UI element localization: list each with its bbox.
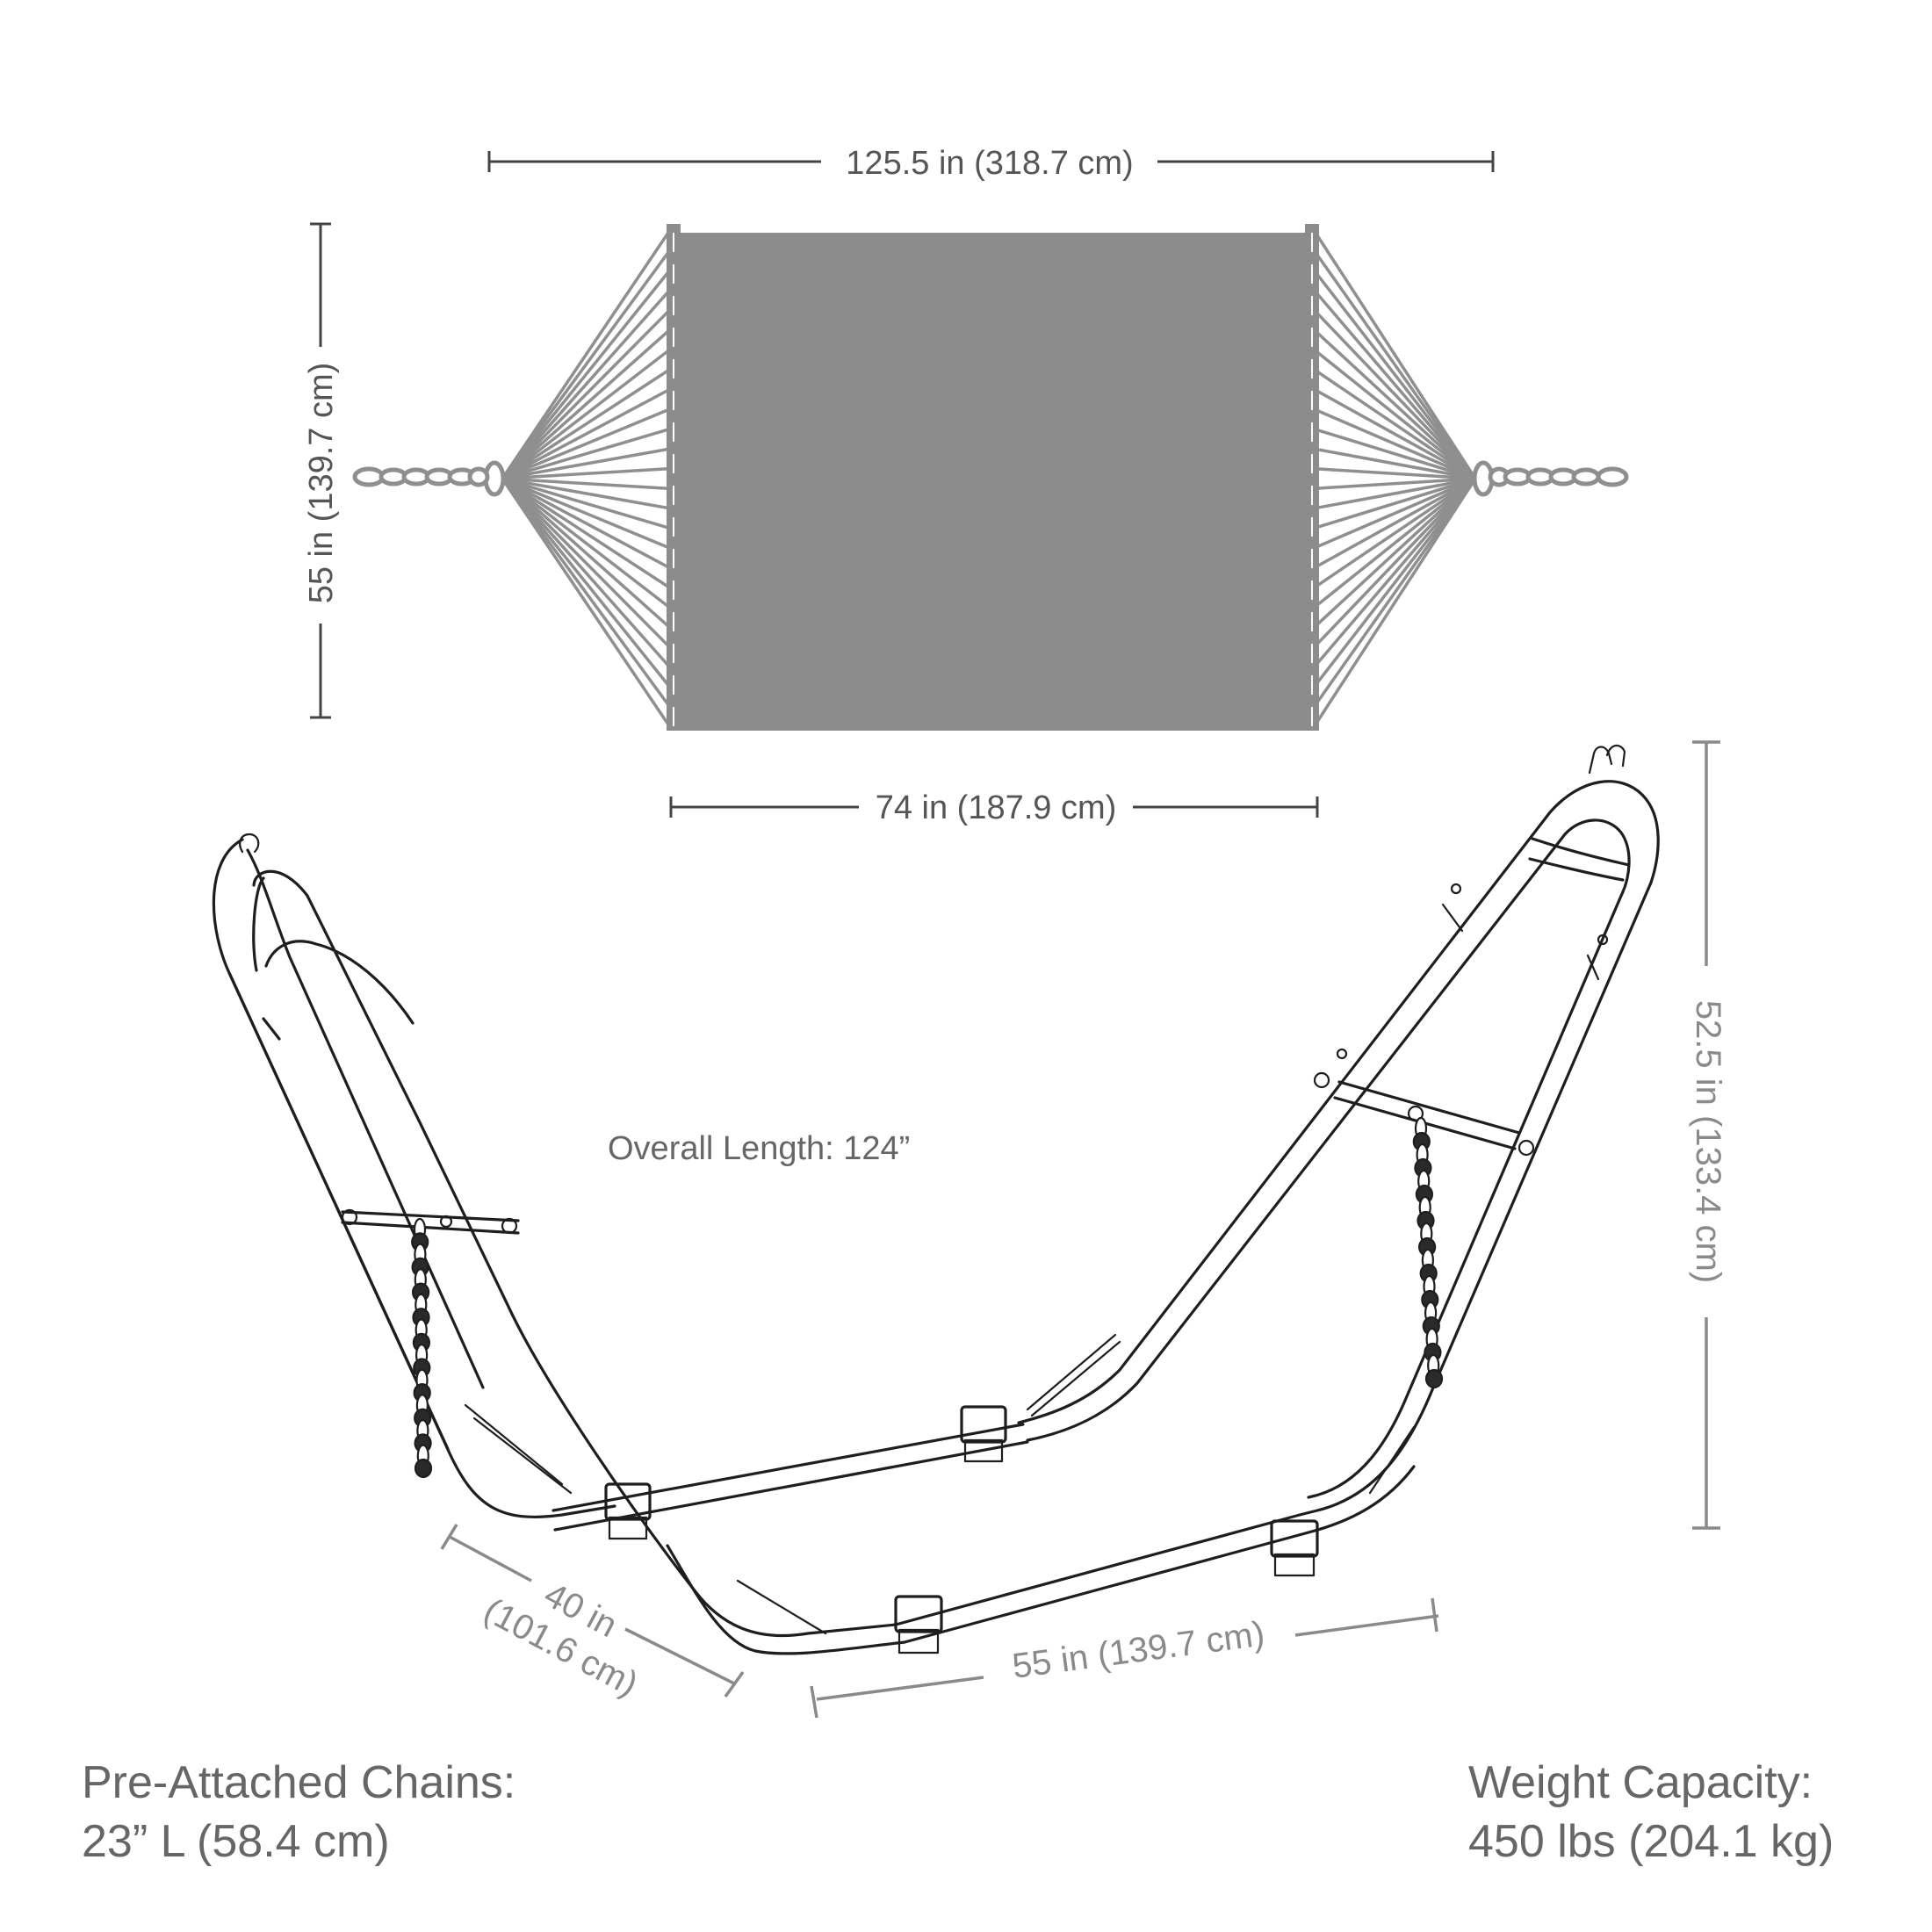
chains-info-label: Pre-Attached Chains: — [82, 1757, 515, 1808]
hammock-ropes-right — [1312, 229, 1477, 728]
hammock-rope — [501, 477, 671, 589]
capacity-info: Weight Capacity: 450 lbs (204.1 kg) — [1468, 1757, 1834, 1867]
hammock-length-label: 125.5 in (318.7 cm) — [846, 145, 1133, 182]
hammock-rope — [501, 466, 671, 480]
hammock-rope — [501, 368, 671, 480]
hammock-rope — [1312, 308, 1477, 480]
hammock-rope — [1313, 477, 1476, 589]
hammock-rope — [501, 477, 672, 649]
hammock-rope — [1312, 477, 1477, 609]
hammock-stand — [212, 744, 1660, 1655]
hammock-rope — [1312, 478, 1477, 728]
hammock-rope — [501, 478, 672, 728]
hammock-bed — [681, 233, 1313, 731]
hammock-rope — [1313, 407, 1476, 480]
hammock-rope — [1312, 477, 1477, 669]
stand-height-label: 52.5 in (133.4 cm) — [1689, 1000, 1727, 1283]
hammock-rope — [501, 407, 671, 480]
spreader-bar-right — [1305, 224, 1319, 731]
hammock-rope — [501, 477, 672, 669]
stand-right-arch — [1017, 744, 1660, 1517]
base-clamp-1 — [604, 1482, 652, 1540]
capacity-info-value: 450 lbs (204.1 kg) — [1468, 1816, 1834, 1867]
stand-depth-dimension: 40 in (101.6 cm) — [440, 1524, 745, 1704]
chains-info: Pre-Attached Chains: 23” L (58.4 cm) — [82, 1757, 515, 1867]
base-clamp-2 — [960, 1405, 1007, 1463]
hammock-width-dimension: 55 in (139.7 cm) — [303, 222, 340, 719]
hammock-rope — [501, 348, 672, 480]
stand-width-label: 55 in (139.7 cm) — [1010, 1614, 1266, 1685]
overall-length-label: Overall Length: 124” — [608, 1130, 910, 1167]
hammock-rope — [501, 477, 671, 491]
stand-width-dimension: 55 in (139.7 cm) — [810, 1597, 1439, 1719]
spreader-bar-left — [667, 224, 681, 731]
stand-chain-right — [1412, 1116, 1444, 1389]
hammock-width-label: 55 in (139.7 cm) — [303, 363, 340, 604]
hammock-rope — [1313, 427, 1476, 480]
hammock-rope — [1312, 328, 1477, 480]
hammock-rope — [501, 288, 672, 480]
hammock-rope — [501, 477, 672, 630]
chain-link — [414, 1458, 433, 1479]
hammock-ropes-left — [501, 229, 672, 728]
hammock-rope — [501, 229, 672, 479]
stand-left-arch — [212, 833, 906, 1655]
hammock-rope — [1312, 249, 1477, 480]
hammock-rope — [501, 477, 671, 530]
hammock-rope — [1313, 466, 1476, 480]
hammock-chain-right — [1488, 466, 1629, 487]
hammock-rope — [501, 328, 672, 480]
chain-link — [1424, 1368, 1444, 1389]
hammock-rope — [501, 477, 671, 550]
hammock-rope — [501, 269, 672, 480]
hammock-rope — [501, 477, 672, 709]
base-clamp-3 — [894, 1595, 943, 1654]
base-clamp-4 — [1270, 1519, 1319, 1577]
hammock-bed-length-label: 74 in (187.9 cm) — [876, 789, 1117, 826]
hammock-rope — [1313, 477, 1476, 510]
chains-info-value: 23” L (58.4 cm) — [82, 1816, 390, 1867]
hammock-rope — [501, 447, 671, 480]
hammock-rope — [501, 249, 672, 480]
stand-base-rails — [464, 1333, 1416, 1644]
hammock-rope — [1312, 288, 1477, 480]
capacity-info-label: Weight Capacity: — [1468, 1757, 1813, 1808]
hammock-rope — [501, 427, 671, 480]
hammock-chain-left — [352, 466, 490, 487]
hammock-rope — [1313, 477, 1476, 530]
hammock-rope — [501, 477, 671, 570]
hammock-rope — [1313, 477, 1476, 491]
stand-height-dimension: 52.5 in (133.4 cm) — [1689, 740, 1727, 1530]
hammock-rope — [1313, 477, 1476, 570]
hammock-length-dimension: 125.5 in (318.7 cm) — [487, 145, 1495, 182]
hammock-rope — [1312, 477, 1477, 688]
hammock-rope — [501, 308, 672, 480]
stand-left-crossbar — [341, 1208, 520, 1235]
hammock-rope — [501, 477, 672, 688]
hammock-rope — [1313, 387, 1476, 480]
hammock-rope — [1312, 229, 1477, 479]
hammock-bed-length-dimension: 74 in (187.9 cm) — [669, 789, 1319, 826]
hammock-rope — [1312, 477, 1477, 630]
hammock-rope — [1312, 477, 1477, 709]
hammock-rope — [1313, 477, 1476, 550]
hammock-rope — [1313, 447, 1476, 480]
hammock-rope — [501, 477, 672, 609]
hammock-rope — [501, 477, 671, 510]
hammock-rope — [1312, 269, 1477, 480]
hammock-rope — [1313, 368, 1476, 480]
hammock-rope — [1312, 348, 1477, 480]
hammock-rope — [501, 387, 671, 480]
hammock-top-view — [352, 224, 1629, 731]
hammock-rope — [1312, 477, 1477, 649]
stand-chain-left — [411, 1217, 433, 1479]
